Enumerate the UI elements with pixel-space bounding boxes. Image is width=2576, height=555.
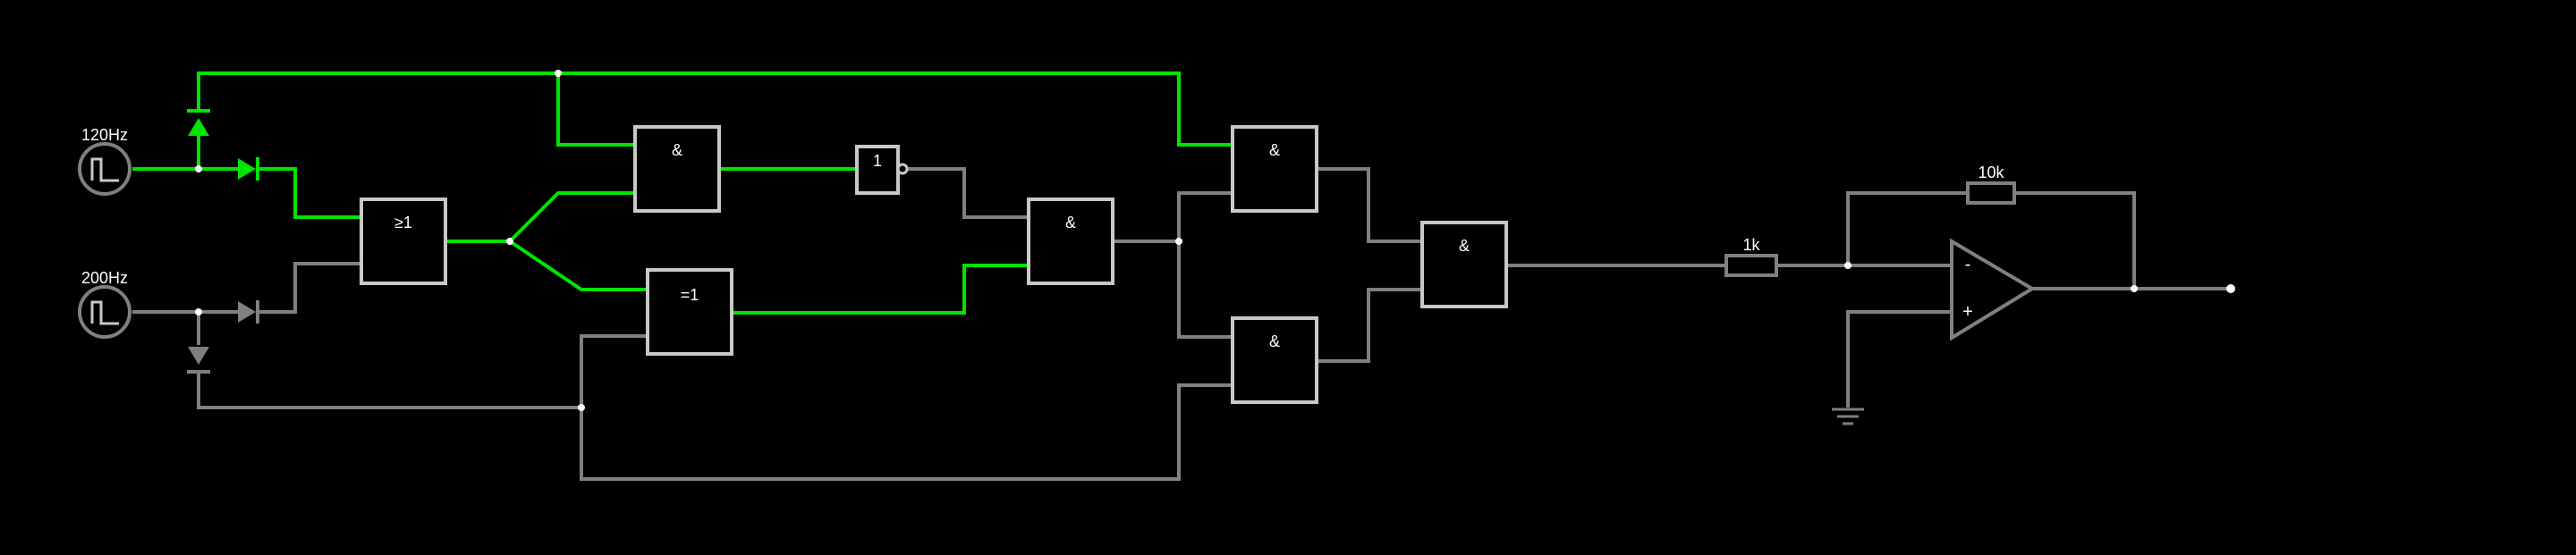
ground-symbol bbox=[1832, 408, 1864, 425]
gate-label: & bbox=[1269, 141, 1280, 159]
wire bbox=[1846, 191, 1968, 265]
wire bbox=[259, 262, 361, 314]
resistor-label: 1k bbox=[1742, 236, 1760, 254]
wire bbox=[1177, 241, 1233, 339]
resistor-10k[interactable]: 10k bbox=[1966, 164, 2016, 205]
not-gate[interactable]: 1 bbox=[855, 145, 909, 195]
diode-1[interactable] bbox=[238, 157, 259, 181]
wire bbox=[1846, 310, 1952, 408]
diode-3[interactable] bbox=[187, 109, 210, 136]
wire bbox=[732, 264, 1029, 315]
resistor-1k[interactable]: 1k bbox=[1724, 236, 1778, 277]
gate-label: =1 bbox=[681, 286, 699, 304]
node bbox=[195, 308, 202, 315]
source-label: 200Hz bbox=[81, 269, 128, 287]
wire bbox=[197, 374, 581, 409]
gate-label: & bbox=[1065, 214, 1076, 231]
opamp-plus-label: + bbox=[1962, 302, 1973, 322]
node bbox=[195, 165, 202, 172]
active-wires bbox=[132, 71, 1233, 315]
or-gate[interactable]: ≥1 bbox=[360, 198, 447, 285]
node bbox=[555, 70, 562, 77]
diode-2[interactable] bbox=[238, 300, 259, 324]
wire bbox=[2014, 191, 2136, 289]
node bbox=[2131, 285, 2138, 292]
gate-label: ≥1 bbox=[394, 214, 412, 231]
output-terminal bbox=[2226, 284, 2235, 293]
node bbox=[578, 404, 585, 411]
op-amp[interactable]: - + bbox=[1950, 238, 2036, 341]
wire bbox=[259, 167, 361, 219]
gate-label: 1 bbox=[873, 152, 882, 170]
gate-label: & bbox=[1269, 332, 1280, 350]
and-gate-2[interactable]: & bbox=[1027, 198, 1114, 285]
inactive-wires bbox=[132, 167, 2231, 481]
wire bbox=[580, 383, 1233, 481]
and-gate-5[interactable]: & bbox=[1420, 221, 1508, 308]
wire bbox=[556, 73, 635, 147]
opamp-minus-label: - bbox=[1965, 255, 1971, 274]
wire bbox=[508, 240, 648, 291]
source-label: 120Hz bbox=[81, 126, 128, 144]
wire bbox=[197, 71, 1233, 147]
gate-label: & bbox=[1459, 237, 1470, 255]
wire bbox=[1317, 288, 1422, 363]
node bbox=[1175, 238, 1182, 245]
wire bbox=[905, 167, 1029, 219]
and-gate-4[interactable]: & bbox=[1231, 316, 1318, 404]
wire bbox=[508, 191, 635, 243]
wire bbox=[1317, 167, 1422, 243]
node bbox=[1844, 262, 1852, 269]
wire bbox=[1177, 191, 1233, 241]
resistor-label: 10k bbox=[1978, 164, 2004, 181]
source-120hz[interactable]: 120Hz bbox=[78, 126, 131, 196]
junction-nodes bbox=[195, 70, 2235, 411]
and-gate-1[interactable]: & bbox=[633, 125, 721, 213]
diode-4[interactable] bbox=[187, 347, 210, 374]
gate-label: & bbox=[672, 141, 682, 159]
source-200hz[interactable]: 200Hz bbox=[78, 269, 131, 339]
xor-gate[interactable]: =1 bbox=[646, 268, 733, 356]
node bbox=[506, 238, 513, 245]
wire bbox=[580, 334, 648, 408]
and-gate-3[interactable]: & bbox=[1231, 125, 1318, 213]
